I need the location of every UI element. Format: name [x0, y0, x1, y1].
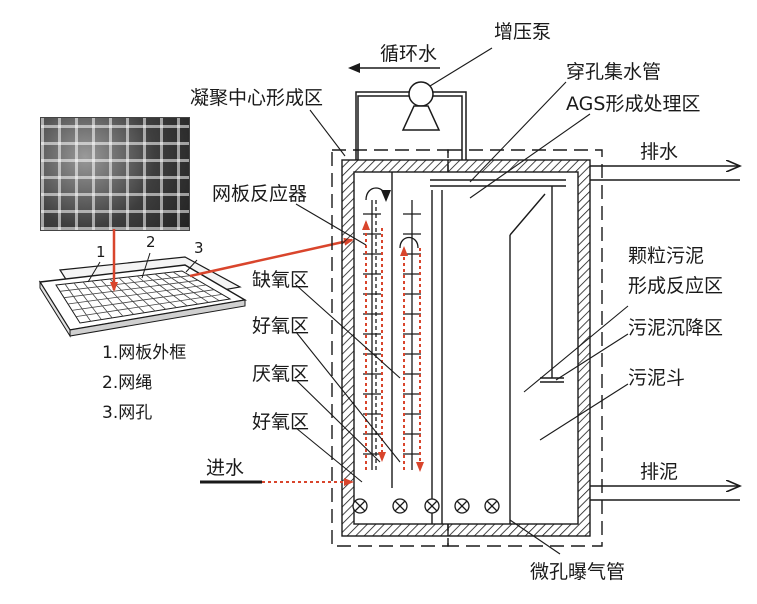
perforated-pipe: [430, 179, 566, 383]
label-perforated-collector: 穿孔集水管: [566, 61, 661, 83]
label-granular-zone-2: 形成反应区: [628, 275, 723, 297]
label-aerator: 微孔曝气管: [530, 561, 625, 583]
label-mesh-reactor: 网板反应器: [212, 183, 307, 205]
label-aerobic-zone-1: 好氧区: [252, 315, 309, 337]
legend-item-2: 2.网绳: [102, 373, 152, 393]
marker-2: 2: [146, 233, 156, 251]
label-anaerobic-zone: 厌氧区: [252, 363, 309, 385]
legend-item-1: 1.网板外框: [102, 343, 186, 363]
label-sludge-discharge: 排泥: [640, 461, 678, 483]
label-influent: 进水: [206, 457, 244, 479]
aerator-tubes: [352, 498, 500, 514]
marker-3: 3: [194, 239, 204, 257]
ags-zone-box: [447, 149, 603, 547]
tank-wall: [341, 159, 591, 537]
label-coagulation-zone: 凝聚中心形成区: [190, 87, 323, 109]
recirculation-loop: [348, 63, 467, 160]
mesh-board: [38, 252, 248, 338]
label-circulating-water: 循环水: [380, 43, 437, 65]
legend-item-3: 3.网孔: [102, 403, 152, 423]
leader-lines: [295, 47, 629, 555]
label-ags-zone: AGS形成处理区: [566, 93, 700, 115]
label-settling-zone: 污泥沉降区: [628, 317, 723, 339]
coagulation-zone-box: [331, 149, 449, 547]
label-aerobic-zone-2: 好氧区: [252, 411, 309, 433]
baffles: [391, 172, 546, 524]
mesh-photo: [40, 117, 190, 231]
label-anoxic-zone: 缺氧区: [252, 269, 309, 291]
booster-pump-icon: [401, 81, 441, 131]
label-discharge-water: 排水: [640, 141, 678, 163]
board-to-reactor-arrow: [189, 237, 354, 278]
marker-1: 1: [96, 243, 106, 261]
label-sludge-hopper: 污泥斗: [628, 367, 685, 389]
label-granular-zone-1: 颗粒污泥: [628, 245, 704, 267]
label-booster-pump: 增压泵: [494, 21, 551, 43]
internal-flow: [262, 220, 424, 486]
